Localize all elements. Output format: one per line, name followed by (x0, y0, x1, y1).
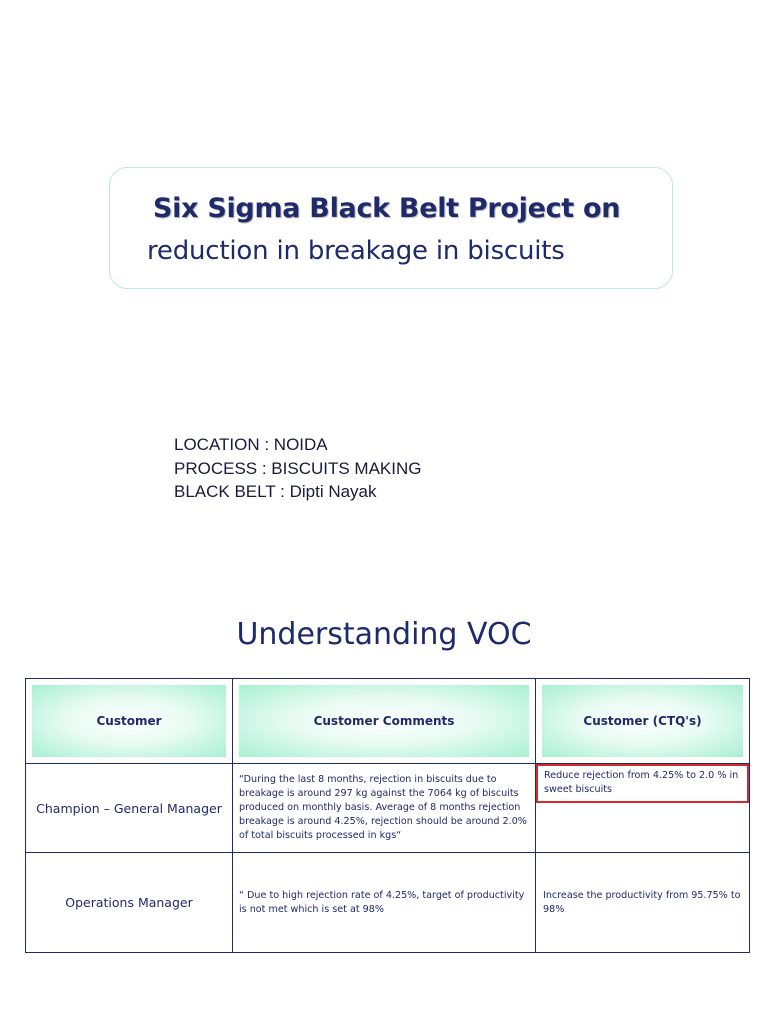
comment-text: “During the last 8 months, rejection in … (239, 774, 527, 841)
title-box (109, 167, 673, 289)
ctq-cell: Increase the productivity from 95.75% to… (535, 852, 750, 953)
black-belt-line: BLACK BELT : Dipti Nayak (174, 482, 377, 501)
process-line: PROCESS : BISCUITS MAKING (174, 458, 422, 478)
header-label-ctq: Customer (CTQ's) (542, 685, 743, 757)
header-label-comments: Customer Comments (239, 685, 529, 757)
page-subtitle: reduction in breakage in biscuits (147, 236, 565, 266)
table-header-row: Customer Customer Comments Customer (CTQ… (25, 678, 750, 764)
table-row: Operations Manager “ Due to high rejecti… (25, 852, 750, 953)
comment-cell: “ Due to high rejection rate of 4.25%, t… (232, 852, 536, 953)
customer-cell: Operations Manager (25, 852, 233, 953)
header-cell-comments: Customer Comments (232, 678, 536, 764)
project-info: LOCATION : NOIDA PROCESS : BISCUITS MAKI… (174, 433, 422, 504)
comment-cell: “During the last 8 months, rejection in … (232, 763, 536, 853)
table-row: Champion – General Manager “During the l… (25, 763, 750, 853)
ctq-text: Increase the productivity from 95.75% to… (543, 889, 741, 915)
comment-text: “ Due to high rejection rate of 4.25%, t… (239, 889, 525, 915)
section-title: Understanding VOC (236, 617, 532, 652)
page-title: Six Sigma Black Belt Project on (153, 193, 621, 224)
ctq-highlight-box: Reduce rejection from 4.25% to 2.0 % in … (536, 764, 749, 803)
voc-table: Customer Customer Comments Customer (CTQ… (25, 678, 750, 953)
header-label-customer: Customer (32, 685, 226, 757)
header-cell-customer: Customer (25, 678, 233, 764)
ctq-cell: Reduce rejection from 4.25% to 2.0 % in … (535, 763, 750, 853)
location-line: LOCATION : NOIDA (174, 435, 328, 454)
header-cell-ctq: Customer (CTQ's) (535, 678, 750, 764)
customer-cell: Champion – General Manager (25, 763, 233, 853)
